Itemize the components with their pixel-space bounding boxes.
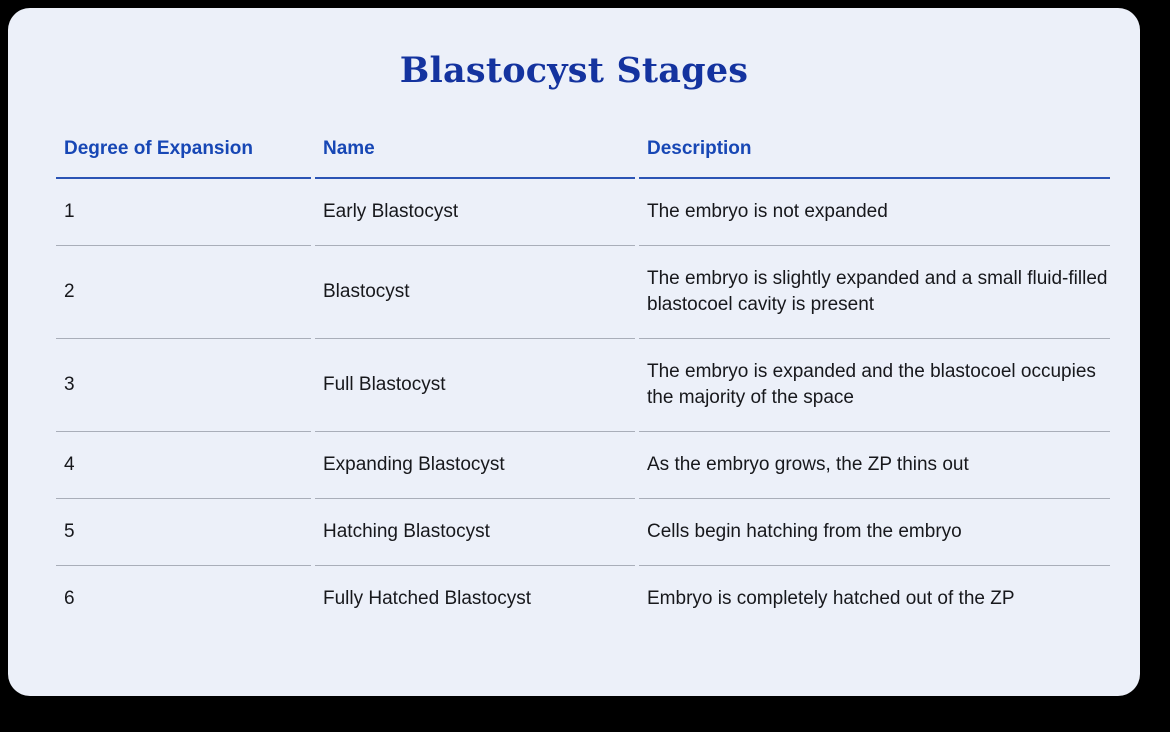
degree-cell: 4 (56, 432, 311, 499)
degree-cell: 6 (64, 587, 75, 609)
description-cell: The embryo is not expanded (639, 179, 1110, 246)
degree-cell: 3 (56, 339, 311, 432)
table-header-row: Degree of Expansion Name Description (56, 138, 1110, 179)
name-cell: Full Blastocyst (315, 339, 635, 432)
description-cell: As the embryo grows, the ZP thins out (639, 432, 1110, 499)
description-cell: The embryo is slightly expanded and a sm… (639, 246, 1110, 339)
degree-cell: 1 (56, 179, 311, 246)
table-row: 5 Hatching Blastocyst Cells begin hatchi… (56, 499, 1110, 566)
degree-cell: 5 (56, 499, 311, 566)
name-cell: Blastocyst (315, 246, 635, 339)
page-title: Blastocyst Stages (399, 50, 749, 91)
table-row: 4 Expanding Blastocyst As the embryo gro… (56, 432, 1110, 499)
content-card: Blastocyst Stages Degree of Expansion Na… (8, 8, 1140, 696)
description-cell: The embryo is expanded and the blastocoe… (639, 339, 1110, 432)
name-cell: Fully Hatched Blastocyst (323, 587, 532, 609)
stages-table: Degree of Expansion Name Description 1 E… (52, 138, 1114, 632)
name-cell: Early Blastocyst (315, 179, 635, 246)
col-header-description: Description (639, 138, 1110, 179)
col-header-name: Name (315, 138, 635, 179)
col-header-degree-of-expansion: Degree of Expansion (56, 138, 311, 179)
description-cell: Cells begin hatching from the embryo (639, 499, 1110, 566)
table-row: 6 Fully Hatched Blastocyst Embryo is com… (56, 566, 1110, 632)
name-cell: Expanding Blastocyst (315, 432, 635, 499)
table-row: 2 Blastocyst The embryo is slightly expa… (56, 246, 1110, 339)
table-row: 3 Full Blastocyst The embryo is expanded… (56, 339, 1110, 432)
description-cell: Embryo is completely hatched out of the … (647, 587, 1015, 609)
degree-cell: 2 (56, 246, 311, 339)
table-row: 1 Early Blastocyst The embryo is not exp… (56, 179, 1110, 246)
name-cell: Hatching Blastocyst (315, 499, 635, 566)
